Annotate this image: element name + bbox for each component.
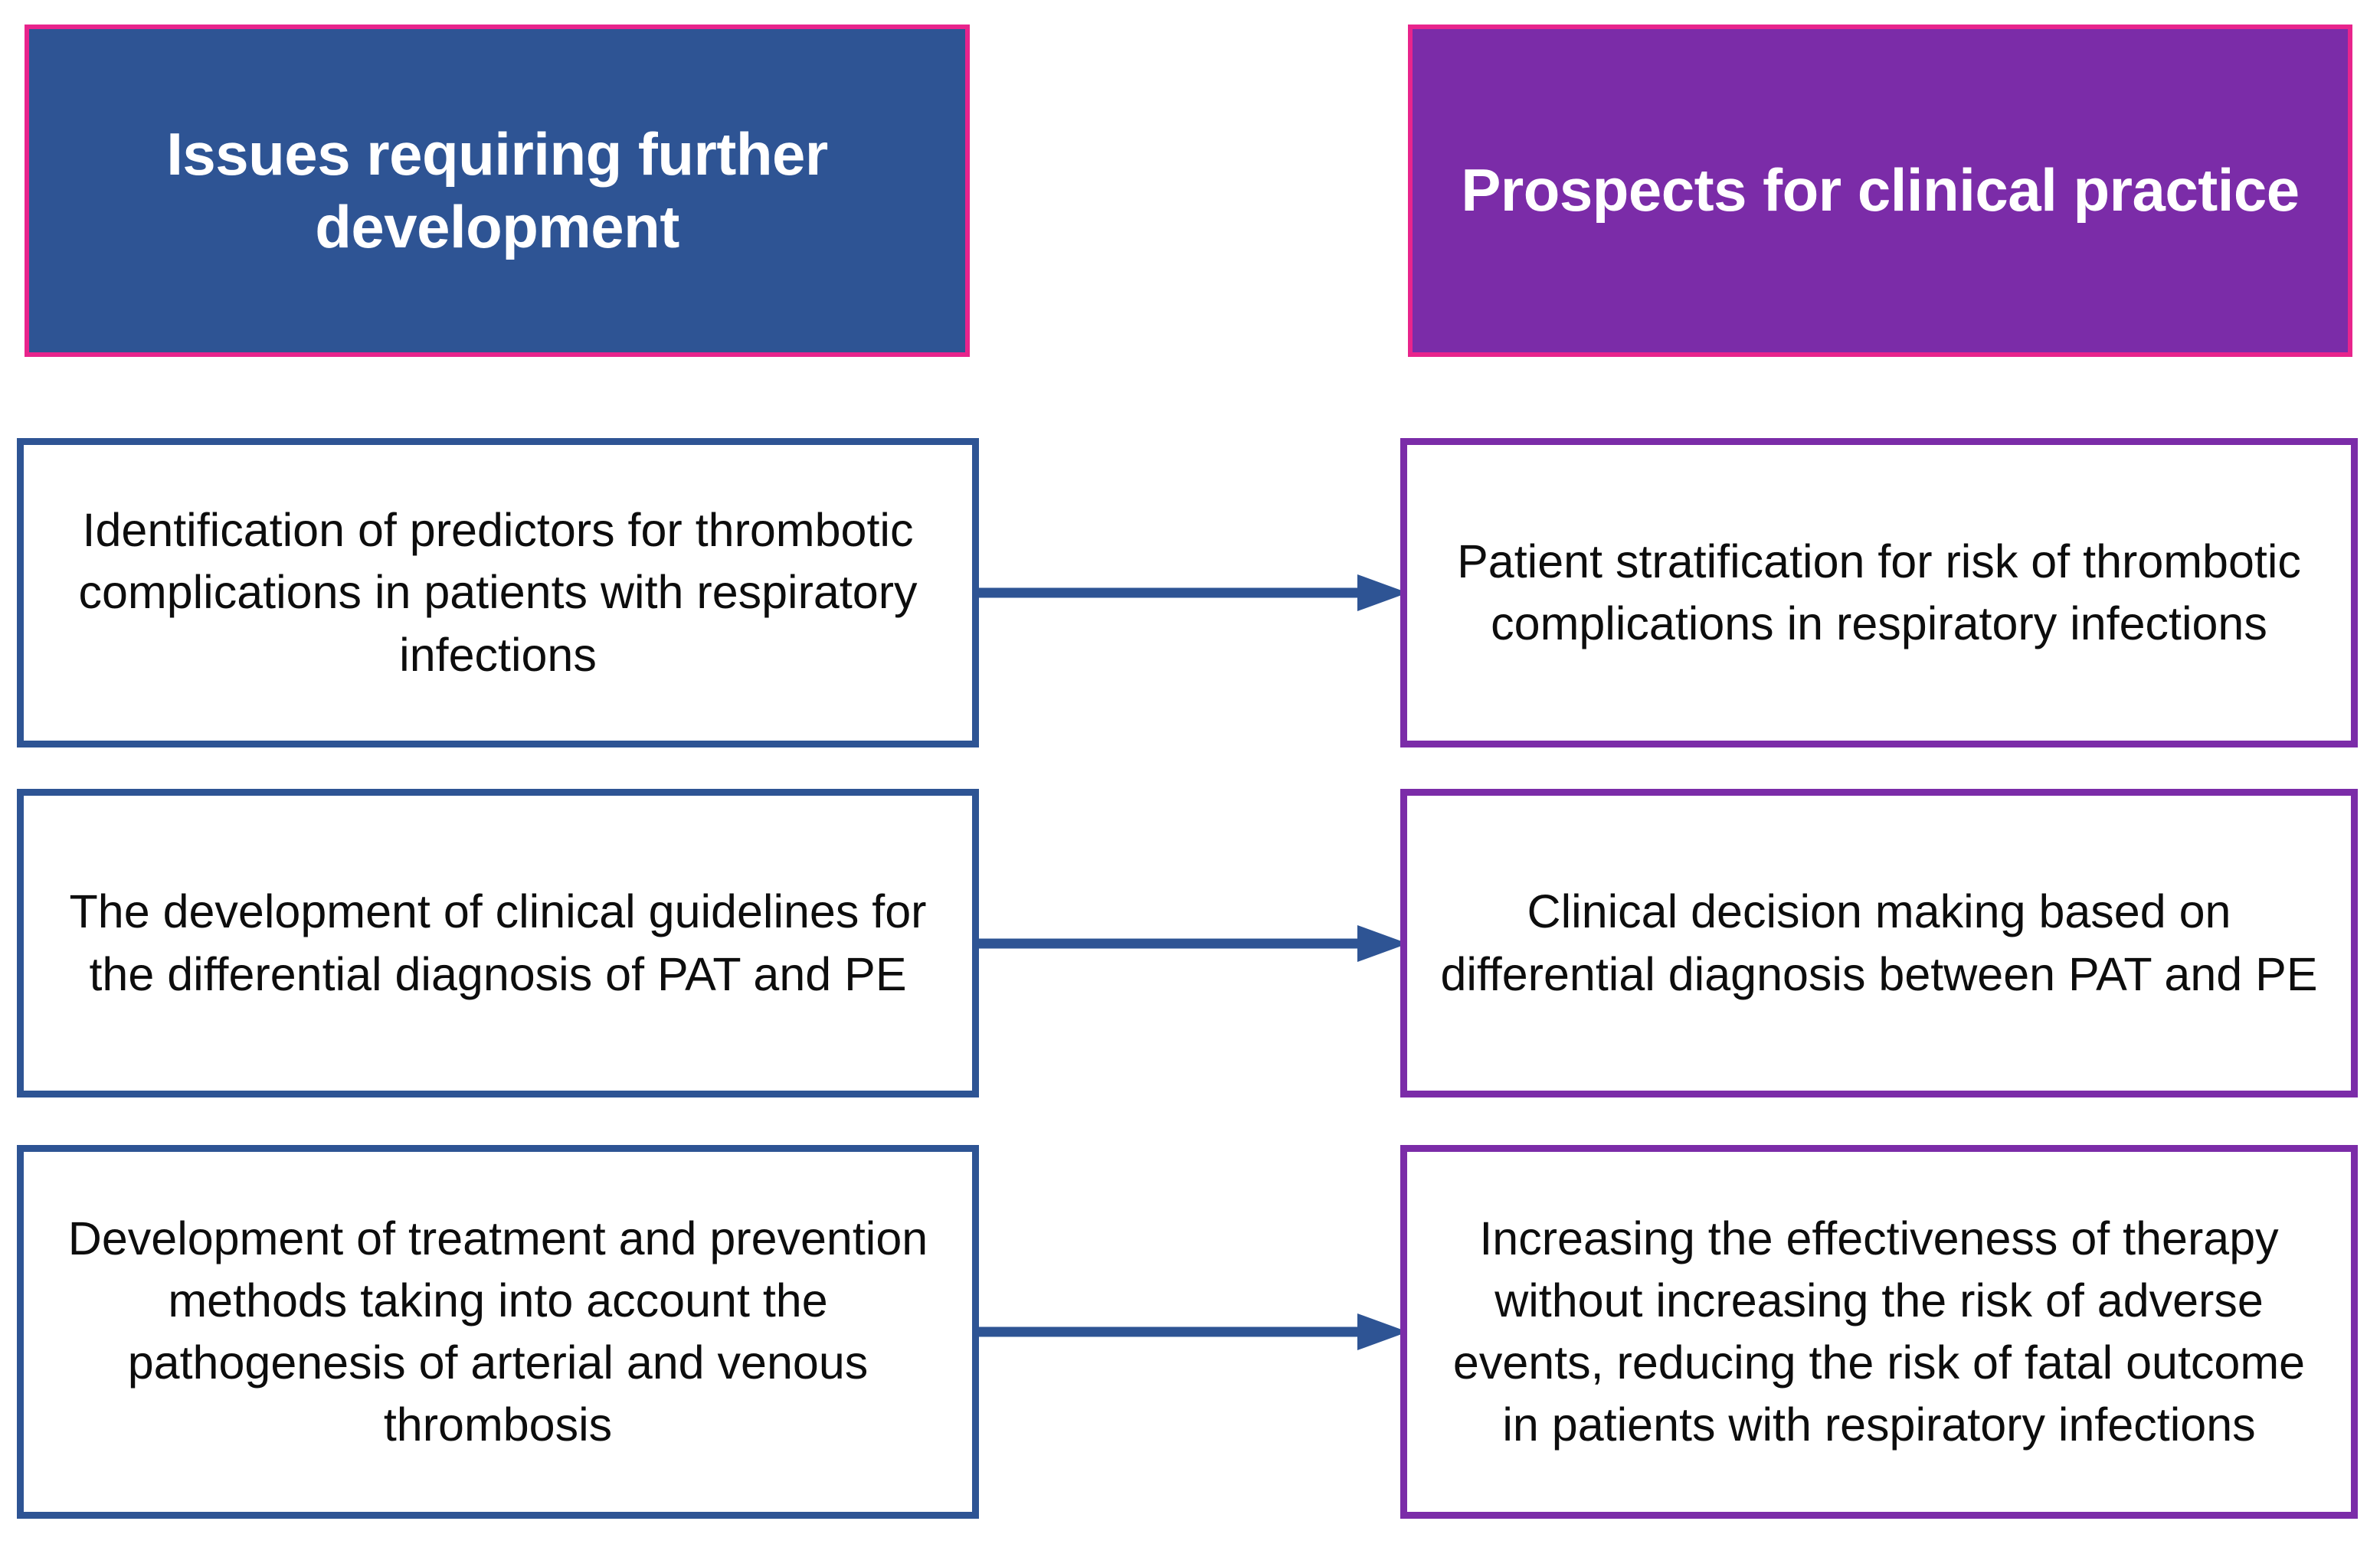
prospect-box-3-text: Increasing the effectiveness of therapy … bbox=[1452, 1212, 2306, 1451]
connector-arrow-1 bbox=[974, 574, 1408, 611]
issue-box-3-text: Development of treatment and prevention … bbox=[67, 1212, 928, 1451]
connector-arrow-3 bbox=[974, 1313, 1408, 1350]
column-header-issues: Issues requiring further development bbox=[25, 25, 970, 357]
prospect-box-1-text: Patient stratification for risk of throm… bbox=[1457, 535, 2301, 649]
issue-box-2-text: The development of clinical guidelines f… bbox=[69, 885, 927, 1000]
issue-box-1-text: Identification of predictors for thrombo… bbox=[78, 504, 918, 681]
prospect-box-2-text: Clinical decision making based on differ… bbox=[1440, 885, 2318, 1000]
column-header-prospects: Prospects for clinical practice bbox=[1408, 25, 2352, 357]
prospect-box-3: Increasing the effectiveness of therapy … bbox=[1400, 1145, 2358, 1519]
issue-box-3: Development of treatment and prevention … bbox=[17, 1145, 979, 1519]
column-header-prospects-label: Prospects for clinical practice bbox=[1461, 156, 2300, 224]
connector-arrow-2 bbox=[974, 925, 1408, 962]
issue-box-1: Identification of predictors for thrombo… bbox=[17, 438, 979, 747]
prospect-box-1: Patient stratification for risk of throm… bbox=[1400, 438, 2358, 747]
column-header-issues-label: Issues requiring further development bbox=[166, 119, 828, 260]
prospect-box-2: Clinical decision making based on differ… bbox=[1400, 789, 2358, 1097]
issue-box-2: The development of clinical guidelines f… bbox=[17, 789, 979, 1097]
